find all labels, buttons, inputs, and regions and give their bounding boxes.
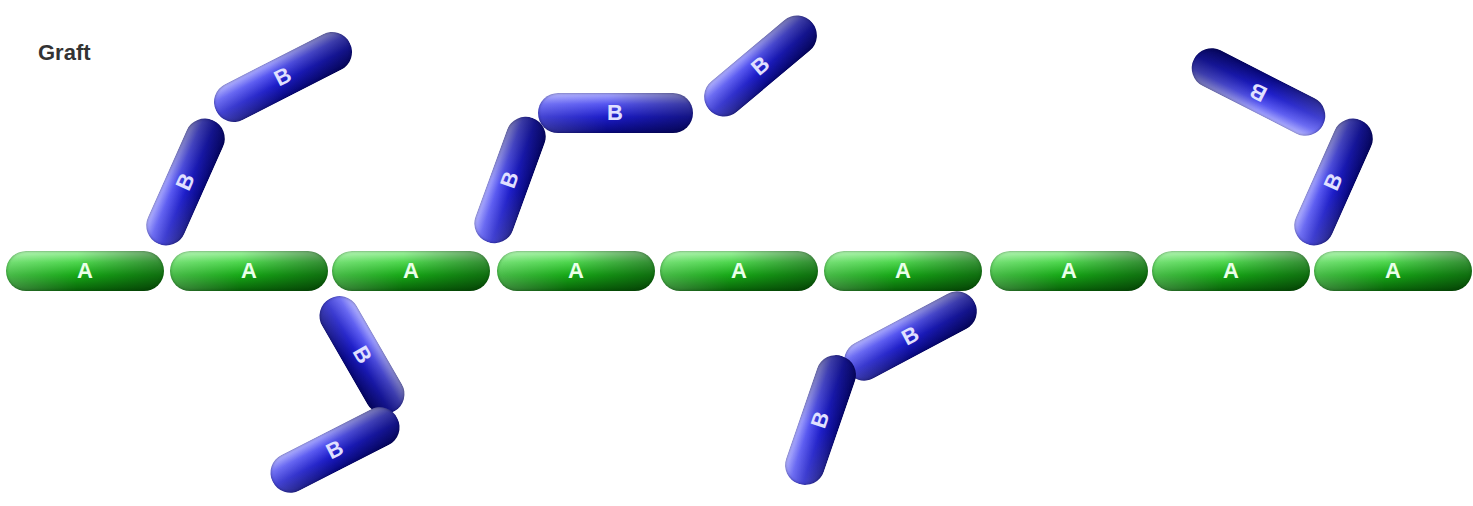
polymer-unit-b: B: [1184, 41, 1331, 142]
polymer-unit-a: A: [1152, 251, 1310, 291]
polymer-unit-b: B: [779, 350, 861, 491]
unit-label: A: [1061, 260, 1077, 282]
polymer-unit-b: B: [695, 7, 824, 124]
unit-label: A: [77, 260, 93, 282]
unit-label: A: [895, 260, 911, 282]
polymer-unit-a: A: [824, 251, 982, 291]
polymer-unit-a: A: [332, 251, 490, 291]
unit-label: B: [898, 323, 922, 350]
polymer-unit-b: B: [139, 112, 230, 252]
polymer-unit-b: B: [312, 289, 412, 422]
polymer-unit-a: A: [6, 251, 164, 291]
polymer-unit-a: A: [170, 251, 328, 291]
polymer-unit-a: A: [1314, 251, 1472, 291]
unit-label: B: [747, 52, 773, 79]
polymer-unit-a: A: [660, 251, 818, 291]
polymer-unit-a: A: [497, 251, 655, 291]
unit-label: A: [403, 260, 419, 282]
unit-label: B: [1246, 79, 1270, 106]
polymer-unit-b: B: [264, 400, 407, 499]
unit-label: A: [1223, 260, 1239, 282]
diagram-title: Graft: [38, 40, 91, 66]
polymer-unit-b: B: [837, 284, 984, 387]
unit-label: A: [731, 260, 747, 282]
unit-label: A: [241, 260, 257, 282]
polymer-unit-a: A: [990, 251, 1148, 291]
unit-label: B: [172, 170, 199, 193]
unit-label: B: [323, 437, 347, 464]
polymer-unit-b: B: [207, 25, 359, 129]
polymer-unit-b: B: [469, 111, 552, 249]
unit-label: B: [607, 102, 623, 124]
unit-label: A: [1385, 260, 1401, 282]
unit-label: B: [807, 409, 833, 431]
unit-label: B: [1320, 170, 1347, 193]
polymer-unit-b: B: [538, 93, 693, 133]
unit-label: A: [568, 260, 584, 282]
unit-label: B: [497, 169, 523, 191]
unit-label: B: [348, 343, 375, 368]
unit-label: B: [271, 64, 295, 91]
